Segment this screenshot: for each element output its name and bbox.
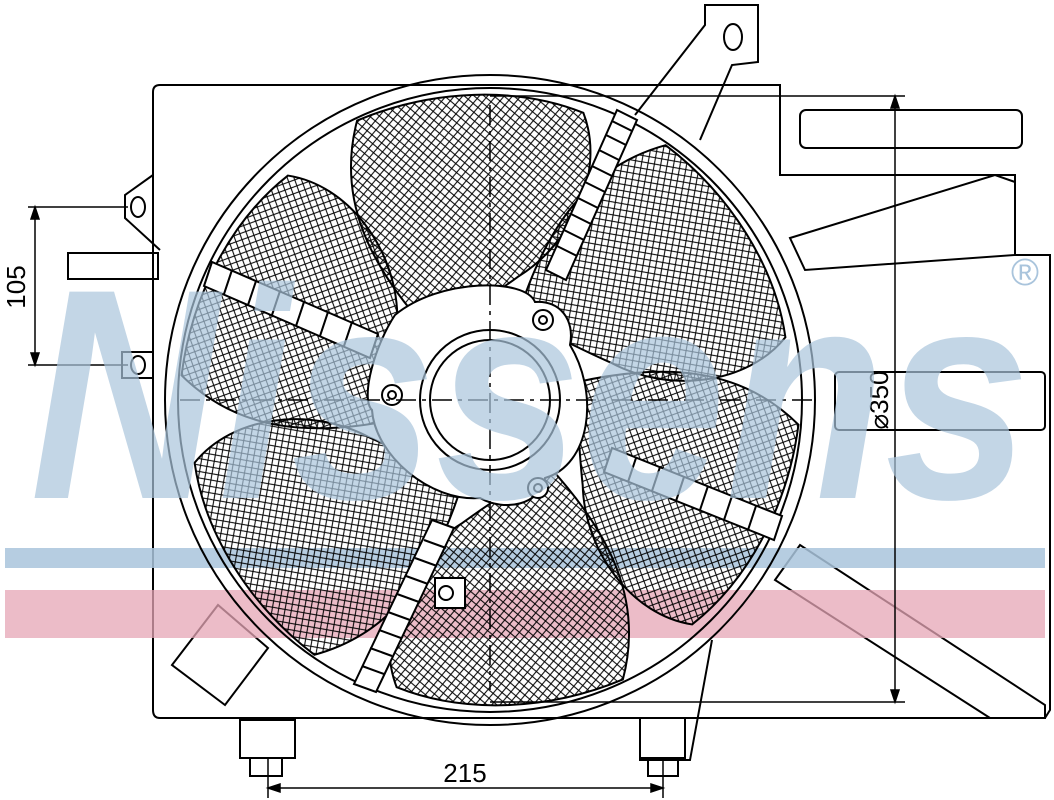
dimension-105: [28, 204, 128, 368]
watermark-registered-mark: ®: [1011, 252, 1039, 294]
left-mounting-lugs: [67, 174, 161, 379]
dimension-215: [265, 758, 666, 798]
spoke-upper-right: [544, 108, 639, 282]
dimension-105-label: 105: [1, 265, 31, 308]
dimension-350: [490, 93, 905, 705]
watermark-brand: Nissens: [30, 226, 1030, 562]
spoke-lower-right: [602, 446, 784, 542]
shroud-spokes: [202, 108, 784, 694]
spoke-bottom: [352, 518, 466, 694]
top-mounting-lug: [634, 4, 759, 141]
mount-bolt: [527, 477, 549, 499]
mount-bolt: [532, 309, 554, 331]
dimension-215-label: 215: [443, 758, 486, 788]
spoke-left: [202, 260, 380, 360]
center-lines: [180, 105, 815, 690]
dimension-350-label: ⌀350: [864, 370, 894, 429]
